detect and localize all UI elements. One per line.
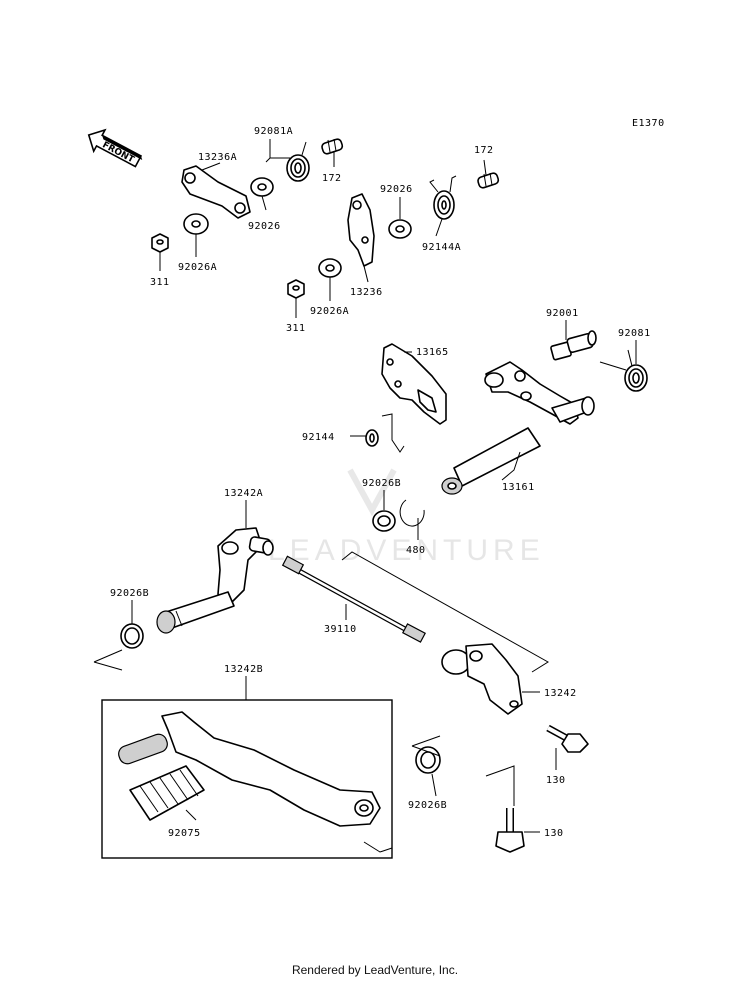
part-92026B-washer-b [120, 623, 144, 649]
label-92026-a: 92026 [248, 221, 281, 232]
front-arrow-icon: FRONT [87, 128, 143, 168]
part-92001-pin [550, 330, 597, 361]
part-172-pin-a [321, 138, 344, 155]
label-13242B: 13242B [224, 664, 263, 675]
part-13236A-arm [181, 165, 251, 219]
part-311-nut-a [151, 233, 169, 253]
label-92144: 92144 [302, 432, 335, 443]
label-13165: 13165 [416, 347, 449, 358]
part-39110-rod [281, 555, 426, 643]
label-130-a: 130 [546, 775, 566, 786]
label-172-b: 172 [474, 145, 494, 156]
label-92026B-c: 92026B [408, 800, 447, 811]
part-13242B-pedal [118, 711, 381, 827]
part-92081A-spring [265, 141, 310, 182]
part-13165-plate [381, 343, 447, 425]
label-130-b: 130 [544, 828, 564, 839]
label-92026B-b: 92026B [110, 588, 149, 599]
part-92144A-spring [429, 175, 457, 220]
part-480-circlip [399, 499, 425, 527]
part-311-nut-b [287, 279, 305, 299]
part-92144-spring [365, 413, 405, 453]
label-13242: 13242 [544, 688, 577, 699]
part-130-bolt-a [546, 724, 589, 753]
label-480: 480 [406, 545, 426, 556]
label-13236: 13236 [350, 287, 383, 298]
part-92026B-washer-a [372, 510, 396, 532]
label-13236A: 13236A [198, 152, 237, 163]
diagram-code: E1370 [632, 118, 665, 129]
leader-lines [93, 139, 637, 853]
part-92026-washer-a [250, 177, 274, 197]
part-labels: 92081A 13236A 172 172 92026 92026 92144A… [110, 126, 651, 839]
label-13161: 13161 [502, 482, 535, 493]
part-13242A-lever [156, 527, 274, 634]
label-172-a: 172 [322, 173, 342, 184]
label-92026-b: 92026 [380, 184, 413, 195]
footer-credit: Rendered by LeadVenture, Inc. [291, 963, 459, 977]
label-39110: 39110 [324, 624, 357, 635]
watermark-logo [347, 468, 397, 517]
label-92144A: 92144A [422, 242, 461, 253]
part-130-bolt-b [495, 808, 525, 853]
part-92026B-washer-c [415, 746, 441, 774]
part-92081-spring [599, 349, 648, 392]
label-311-b: 311 [286, 323, 306, 334]
part-13236-arm [347, 193, 375, 267]
label-92026A-a: 92026A [178, 262, 217, 273]
part-92075-rubber [129, 765, 205, 821]
part-92026A-washer-b [318, 258, 342, 278]
part-13242-lever [441, 643, 523, 715]
part-13161-shaft [441, 361, 595, 495]
label-92001: 92001 [546, 308, 579, 319]
pedal-assembly-box [101, 699, 393, 859]
part-92026-washer-b [388, 219, 412, 239]
label-13242A: 13242A [224, 488, 263, 499]
label-92026A-b: 92026A [310, 306, 349, 317]
label-92081A: 92081A [254, 126, 293, 137]
label-92026B-a: 92026B [362, 478, 401, 489]
label-92081: 92081 [618, 328, 651, 339]
part-172-pin-b [477, 172, 500, 189]
label-311-a: 311 [150, 277, 170, 288]
part-92026A-washer-a [183, 213, 209, 235]
label-92075: 92075 [168, 828, 201, 839]
watermark-text: LEADVENTURE [268, 534, 545, 567]
